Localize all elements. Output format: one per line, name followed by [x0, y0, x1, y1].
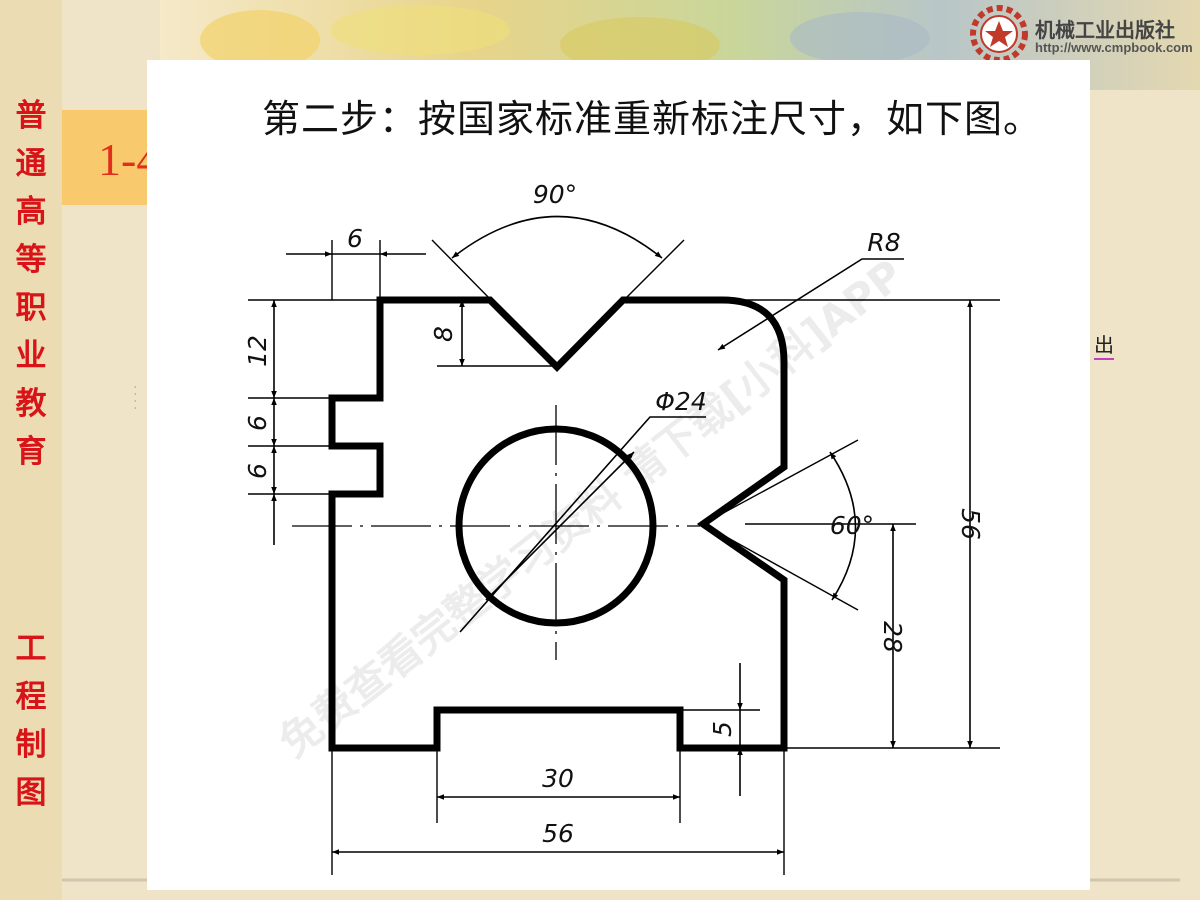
dim-radius: R8	[867, 228, 900, 257]
publisher-name: 机械工业出版社	[1035, 20, 1175, 42]
dim-width-top: 6	[347, 224, 363, 253]
publisher-url[interactable]: http://www.cmpbook.com	[1035, 40, 1193, 55]
sidebar-title-top: 普通高等职业教育	[15, 98, 47, 470]
section-band	[62, 110, 148, 205]
part-outline	[328, 296, 788, 752]
dim-left-h1: 12	[243, 335, 272, 367]
dim-height-total: 56	[956, 508, 985, 540]
right-link[interactable]: 出	[1094, 332, 1114, 360]
slide-heading: 第二步：按国家标准重新标注尺寸，如下图。	[262, 97, 1043, 141]
dimension-lines	[271, 215, 973, 855]
dim-slot-depth: 5	[708, 721, 737, 737]
gear-logo-icon	[970, 5, 1028, 63]
dim-slot-width: 30	[542, 764, 574, 793]
dim-left-h3: 6	[243, 463, 272, 479]
dim-left-h2: 6	[243, 415, 272, 431]
publisher-logo	[964, 2, 1200, 70]
sidebar-title-bottom: 工程制图	[15, 631, 47, 811]
dim-v-depth: 8	[429, 326, 458, 342]
extension-lines	[248, 239, 1000, 875]
dim-width-total: 56	[542, 819, 574, 848]
dim-right-angle: 60°	[830, 511, 874, 540]
dim-height-notch: 28	[878, 621, 907, 653]
dim-v-angle: 90°	[533, 180, 577, 209]
dim-hole-diameter: Φ24	[655, 387, 707, 416]
